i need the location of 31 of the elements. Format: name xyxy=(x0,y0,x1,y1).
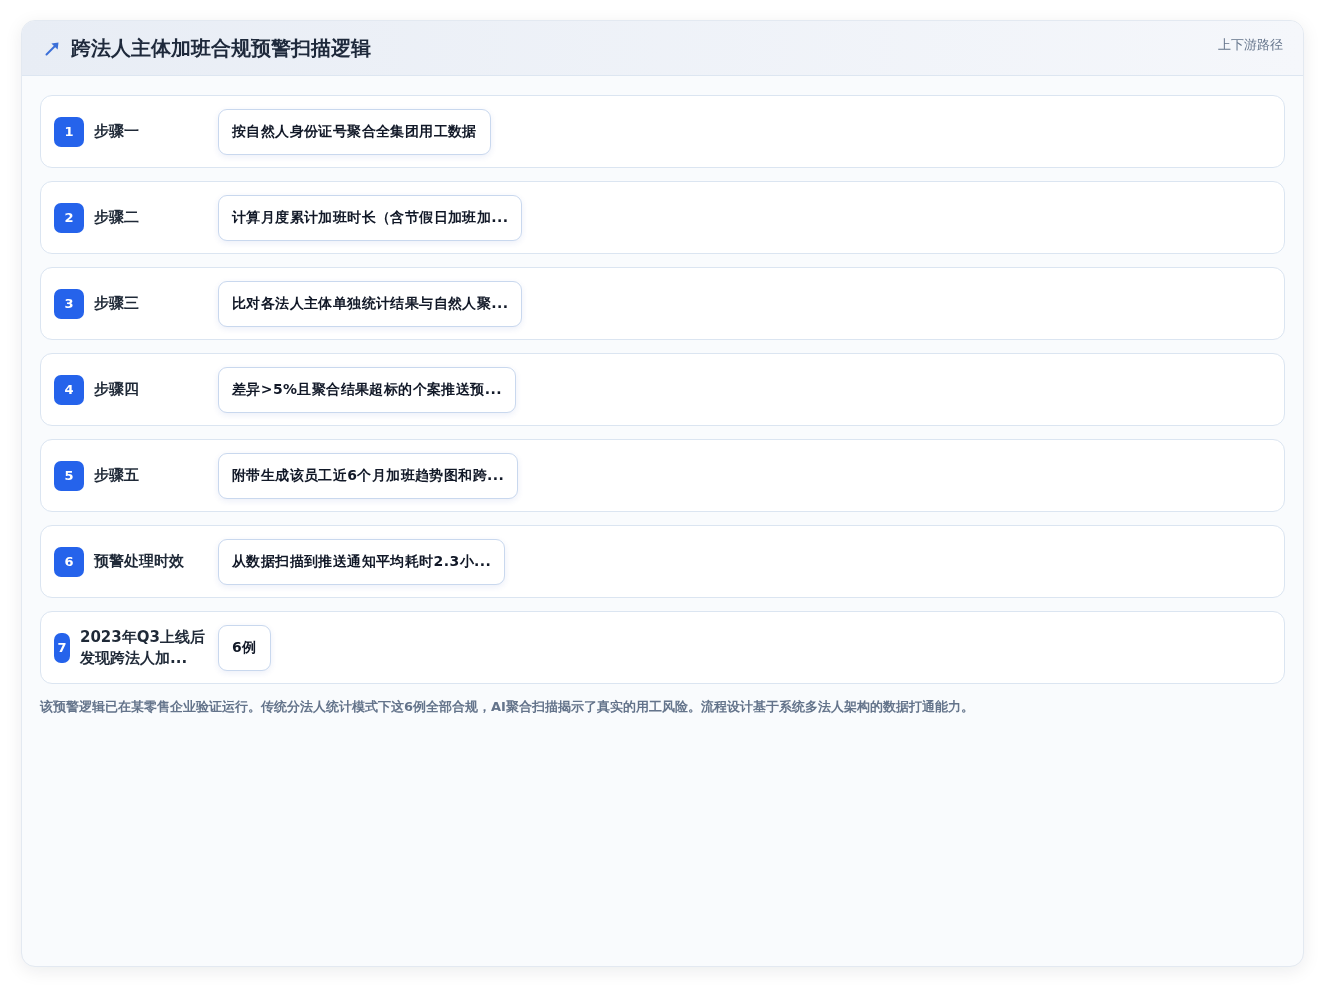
step-number: 1 xyxy=(54,116,84,147)
step-row xyxy=(40,267,1285,340)
step-number: 7 xyxy=(54,632,70,663)
step-row xyxy=(40,525,1285,598)
step-detail: 6例 xyxy=(218,624,271,671)
step-label: 步骤三 xyxy=(94,293,139,314)
step-label: 步骤一 xyxy=(94,121,139,142)
step-detail: 按自然人身份证号聚合全集团用工数据 xyxy=(218,108,491,155)
step-label: 2023年Q3上线后发现跨法人加... xyxy=(80,626,206,669)
step-row xyxy=(40,95,1285,168)
step-label: 步骤二 xyxy=(94,207,139,228)
step-number: 3 xyxy=(54,288,84,319)
step-row xyxy=(40,181,1285,254)
step-row xyxy=(40,439,1285,512)
step-number: 6 xyxy=(54,546,84,577)
step-label: 预警处理时效 xyxy=(94,551,184,572)
step-detail: 计算月度累计加班时长（含节假日加班加... xyxy=(218,194,523,241)
step-number: 2 xyxy=(54,202,84,233)
step-number: 5 xyxy=(54,460,84,491)
step-label: 步骤五 xyxy=(94,465,139,486)
footnote-text: 该预警逻辑已在某零售企业验证运行。传统分法人统计模式下这6例全部合规，AI聚合扫描揭示了真实的用工风险。流程设计基于系统多法人架构的数据打通能力。 xyxy=(40,698,975,716)
step-detail: 差异>5%且聚合结果超标的个案推送预... xyxy=(218,366,516,413)
panel-title: 跨法人主体加班合规预警扫描逻辑 xyxy=(71,35,371,61)
step-row xyxy=(40,611,1285,684)
header-note: 上下游路径 xyxy=(1218,36,1283,54)
step-detail: 比对各法人主体单独统计结果与自然人聚... xyxy=(218,280,523,327)
step-label: 步骤四 xyxy=(94,379,139,400)
step-number: 4 xyxy=(54,374,84,405)
step-row xyxy=(40,353,1285,426)
step-detail: 从数据扫描到推送通知平均耗时2.3小... xyxy=(218,538,506,585)
step-detail: 附带生成该员工近6个月加班趋势图和跨... xyxy=(218,452,519,499)
